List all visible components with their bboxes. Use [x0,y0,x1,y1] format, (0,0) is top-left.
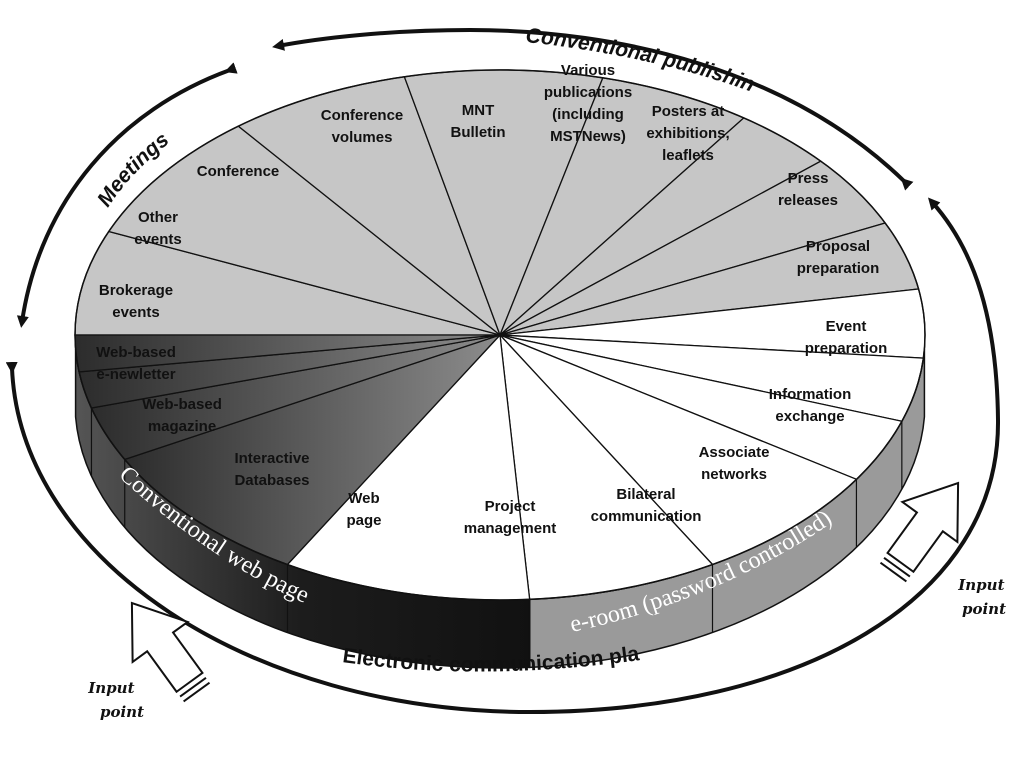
input-arrow-left [130,601,211,703]
pie-slices [74,69,926,601]
outer-cycle-arrows [5,27,1001,715]
input-point-left-label: Input point [87,679,144,721]
input-arrow-right [879,481,960,583]
publishing-arrow [272,27,914,191]
segment-label: Conference [197,163,280,180]
input-point-right-label: Input point [957,576,1009,618]
platform-arrow [5,197,1001,715]
pie-outline [74,69,926,601]
